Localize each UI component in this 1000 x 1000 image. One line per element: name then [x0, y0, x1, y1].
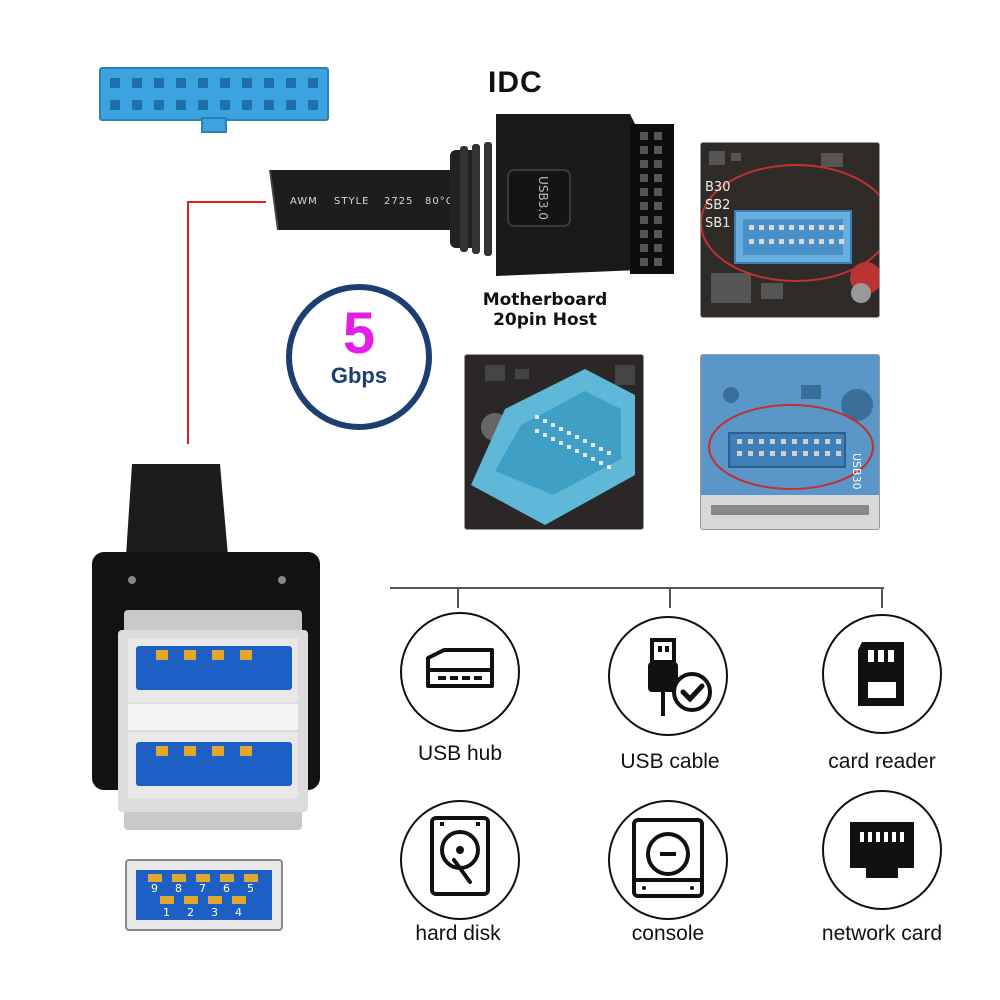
- pin-1: 1: [163, 906, 170, 919]
- ethernet-port-icon: [850, 822, 914, 878]
- application-bracket: [390, 587, 884, 608]
- hdd-icon: [430, 816, 490, 896]
- cable-print-awm: AWM: [290, 196, 318, 207]
- card-reader-circle: [822, 614, 942, 734]
- host-label-line2: 20pin Host: [493, 310, 597, 330]
- app-label-network-card: network card: [821, 922, 943, 945]
- photo-mark-usb30: USB30: [850, 453, 863, 490]
- usb-pinout-diagram: 9 8 7 6 5 1 2 3 4: [125, 859, 283, 931]
- idc-label: IDC: [488, 66, 543, 99]
- host-label-line1: Motherboard: [482, 290, 608, 310]
- app-label-card-reader: card reader: [828, 750, 936, 773]
- pin-6: 6: [223, 882, 230, 895]
- hard-disk-circle: [400, 800, 520, 920]
- pin-2: 2: [187, 906, 194, 919]
- speed-badge: 5 Gbps: [286, 284, 432, 430]
- pin-7: 7: [199, 882, 206, 895]
- app-label-usb-cable: USB cable: [620, 750, 720, 773]
- usb30-marking: USB3.0: [536, 176, 550, 220]
- console-icon: [632, 818, 704, 898]
- dual-usb-port-illustration: [92, 464, 320, 830]
- idc-cable-illustration: AWM STYLE 2725 80°C USB3.0: [269, 114, 674, 276]
- cable-print-style: STYLE: [334, 196, 369, 207]
- motherboard-photo-3: USB30: [700, 354, 880, 530]
- host-label: Motherboard 20pin Host: [470, 290, 620, 330]
- pin-9: 9: [151, 882, 158, 895]
- console-circle: [608, 800, 728, 920]
- network-card-circle: [822, 790, 942, 910]
- pin-5: 5: [247, 882, 254, 895]
- cable-print-temp: 80°C: [425, 196, 454, 207]
- speed-value: 5: [342, 301, 376, 366]
- usb-hub-circle: [400, 612, 520, 732]
- pin-4: 4: [235, 906, 242, 919]
- motherboard-photo-2: [464, 354, 644, 530]
- motherboard-photo-1: B30 SB2 SB1: [700, 142, 880, 318]
- app-label-console: console: [631, 922, 705, 945]
- idc-header-diagram: [99, 67, 329, 133]
- leader-line: [187, 201, 266, 444]
- photo-mark-b30: B30: [705, 180, 730, 195]
- usb-cable-circle: [608, 616, 728, 736]
- hard-drive-icon: [426, 648, 494, 688]
- speed-unit: Gbps: [330, 363, 388, 388]
- usb-check-icon: [648, 638, 712, 716]
- app-label-hard-disk: hard disk: [415, 922, 501, 945]
- photo-mark-sb1: SB1: [705, 216, 730, 231]
- photo-mark-sb2: SB2: [705, 198, 730, 213]
- app-label-usb-hub: USB hub: [417, 742, 503, 765]
- pin-8: 8: [175, 882, 182, 895]
- cable-print-2725: 2725: [384, 196, 413, 207]
- pin-3: 3: [211, 906, 218, 919]
- sd-card-icon: [858, 642, 904, 706]
